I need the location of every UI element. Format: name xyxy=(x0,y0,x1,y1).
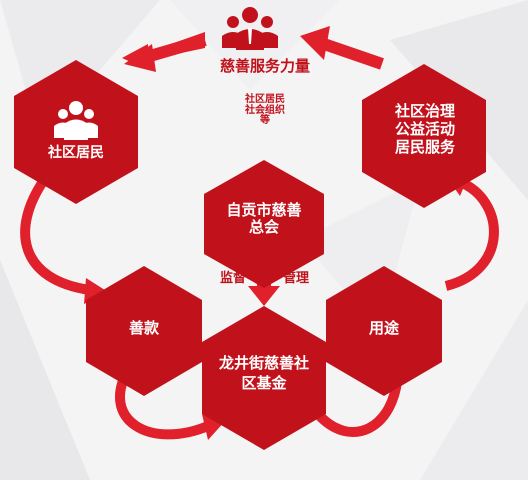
residents-people-icon xyxy=(54,101,98,140)
arrow-top-to-residents xyxy=(122,32,207,72)
label-charity-org: 自贡市慈善 总会 xyxy=(226,201,302,237)
top-subtitle: 社区居民 社会组织 等 xyxy=(245,94,285,126)
arrow-residents-to-donations xyxy=(20,177,91,295)
label-residents: 社区居民 xyxy=(48,145,104,161)
label-fund: 龙井街慈善社 区基金 xyxy=(218,354,309,392)
label-activities: 社区治理 公益活动 居民服务 xyxy=(394,102,455,156)
label-uses: 用途 xyxy=(368,319,399,337)
arrow-uses-to-activities xyxy=(444,177,499,291)
hex-fund xyxy=(202,306,326,450)
top-title: 慈善服务力量 xyxy=(219,57,310,75)
hex-uses xyxy=(326,266,442,396)
arrow-activities-to-top xyxy=(300,26,384,70)
relation-right: 管理 xyxy=(282,271,309,286)
hex-charity-org xyxy=(204,160,324,288)
arrow-fund-to-uses xyxy=(314,371,403,437)
label-donations: 善款 xyxy=(128,319,159,337)
hex-activities xyxy=(362,64,486,208)
top-people-icon xyxy=(222,7,278,50)
arrow-donations-to-fund xyxy=(115,367,210,440)
relation-left: 监督 xyxy=(219,271,246,286)
arrowhead-residents-to-donations xyxy=(84,278,108,304)
hex-donations xyxy=(86,266,202,396)
